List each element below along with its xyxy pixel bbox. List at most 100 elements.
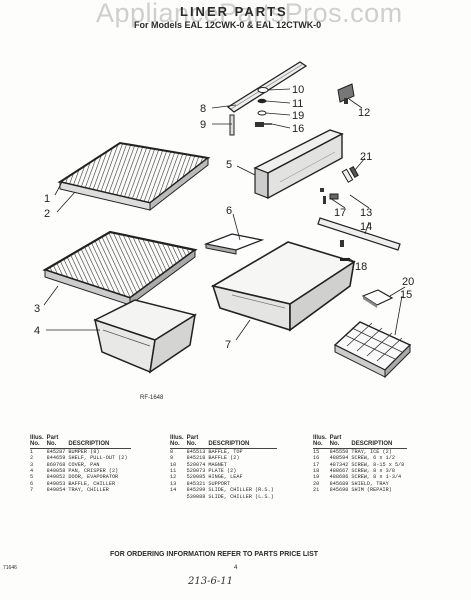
description-cell: SCREW, 8-15 x 5/8 bbox=[351, 461, 405, 468]
description-cell: SUPPORT bbox=[208, 480, 231, 487]
illus-no-cell: 2 bbox=[30, 455, 34, 462]
illus-no-cell: 11 bbox=[170, 468, 177, 475]
part-no-cell: 845550 bbox=[329, 448, 349, 455]
callout-3: 3 bbox=[34, 303, 40, 315]
part-no-cell: 849058 bbox=[46, 468, 66, 475]
illus-no-cell: 8 bbox=[170, 448, 174, 455]
callout-leader-lines bbox=[43, 88, 406, 341]
pan-cover-drawing bbox=[42, 230, 198, 306]
part-no-cell: 849052 bbox=[46, 474, 66, 481]
figure-reference-code: RF-1648 bbox=[140, 395, 164, 401]
ordering-footer-note: FOR ORDERING INFORMATION REFER TO PARTS … bbox=[110, 551, 319, 558]
hardware-small-parts bbox=[229, 87, 272, 136]
callout-12: 12 bbox=[358, 107, 370, 119]
part-no-cell: 845299 bbox=[186, 487, 206, 494]
part-no-cell: 520074 bbox=[186, 461, 206, 468]
watermark-text: AppliancePartsPros.com bbox=[96, 0, 403, 28]
pull-out-shelf-drawing bbox=[57, 141, 211, 212]
illus-no-cell: 9 bbox=[170, 455, 174, 462]
callout-11: 11 bbox=[292, 98, 303, 110]
page-title: LINER PARTS bbox=[180, 4, 288, 19]
callout-13: 13 bbox=[360, 207, 372, 219]
part-no-cell: 849053 bbox=[46, 480, 66, 487]
part-no-cell: 845287 bbox=[46, 448, 66, 455]
shim-and-support-drawing bbox=[320, 165, 359, 200]
description-header: DESCRIPTION bbox=[68, 435, 131, 449]
description-cell: BAFFLE (2) bbox=[208, 455, 240, 462]
part-no-cell: 849054 bbox=[46, 487, 66, 494]
evaporator-door-drawing bbox=[253, 129, 344, 200]
part-no-cell: 520085 bbox=[186, 474, 206, 481]
callout-7: 7 bbox=[225, 339, 231, 351]
illus-no-cell: 10 bbox=[170, 461, 177, 468]
description-cell: SLIDE, CHILLER (L.S.) bbox=[208, 493, 274, 500]
part-no-cell: 845321 bbox=[186, 480, 206, 487]
callout-4: 4 bbox=[34, 325, 40, 337]
callout-6: 6 bbox=[226, 205, 232, 217]
illus-no-cell: 6 bbox=[30, 480, 34, 487]
illus-no-cell: 5 bbox=[30, 474, 34, 481]
description-cell: BAFFLE, CHILLER bbox=[68, 480, 116, 487]
description-cell: SHIM (REPAIR) bbox=[351, 487, 392, 494]
description-header: DESCRIPTION bbox=[208, 435, 277, 449]
description-cell: BAFFLE, TOP bbox=[208, 448, 243, 455]
callout-10: 10 bbox=[292, 84, 304, 96]
description-cell: DOOR, EVAPORATOR bbox=[68, 474, 119, 481]
illus-no-header: Illus.No. bbox=[313, 435, 330, 449]
part-no-cell: 844659 bbox=[46, 455, 66, 462]
part-no-cell: 845513 bbox=[186, 448, 206, 455]
part-no-cell: 488594 bbox=[329, 455, 349, 462]
part-no-cell: 845690 bbox=[329, 487, 349, 494]
illus-no-cell: 17 bbox=[313, 461, 320, 468]
callout-18: 18 bbox=[355, 261, 367, 273]
illus-no-cell: 16 bbox=[313, 455, 320, 462]
callout-9: 9 bbox=[200, 119, 206, 131]
chiller-tray-drawing bbox=[210, 241, 356, 332]
illus-no-header: Illus.No. bbox=[170, 435, 187, 449]
description-cell: COVER, PAN bbox=[68, 461, 100, 468]
callout-2: 2 bbox=[44, 208, 50, 220]
side-code: 71646 bbox=[3, 565, 17, 571]
illus-no-cell: 1 bbox=[30, 448, 34, 455]
part-no-cell: 487342 bbox=[329, 461, 349, 468]
hinge-leaf-drawing bbox=[337, 83, 355, 104]
callout-17: 17 bbox=[334, 207, 346, 219]
illus-no-header: Illus.No. bbox=[30, 435, 47, 449]
page-subtitle: For Models EAL 12CWK-0 & EAL 12CTWK-0 bbox=[134, 20, 322, 30]
illus-no-cell: 18 bbox=[313, 468, 320, 475]
part-no-cell: 869768 bbox=[46, 461, 66, 468]
illus-no-cell: 14 bbox=[170, 487, 177, 494]
callout-8: 8 bbox=[200, 103, 206, 115]
callout-20: 20 bbox=[402, 276, 414, 288]
page-number: 4 bbox=[234, 565, 238, 571]
ice-tray-drawing bbox=[333, 321, 412, 379]
description-cell: HINGE, LEAF bbox=[208, 474, 243, 481]
callout-14: 14 bbox=[360, 221, 372, 233]
description-cell: TRAY, ICE (2) bbox=[351, 448, 392, 455]
description-cell: SCREW, 8 x 1-3/4 bbox=[351, 474, 402, 481]
description-header: DESCRIPTION bbox=[351, 435, 408, 449]
